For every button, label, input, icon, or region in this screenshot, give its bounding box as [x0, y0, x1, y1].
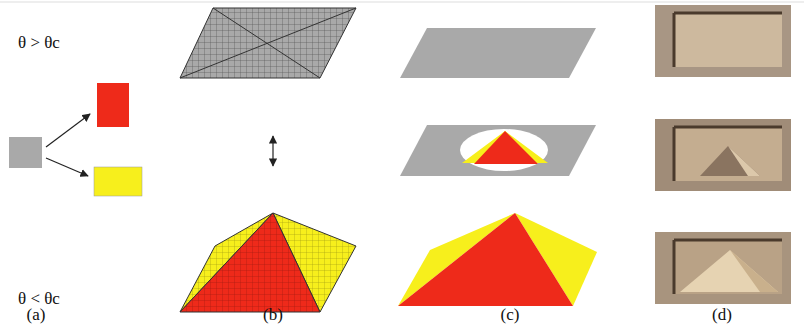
top-rule — [0, 2, 804, 3]
panel-label: (a) — [27, 306, 46, 325]
flat-surface — [400, 28, 596, 78]
grey-square — [9, 137, 42, 168]
angle-condition: θ > θc — [18, 34, 60, 53]
arrow — [46, 114, 90, 147]
double-arrow — [272, 136, 273, 166]
flat-grid — [180, 8, 356, 78]
yellow-rectangle — [94, 167, 142, 196]
panel-label: (d) — [712, 306, 732, 325]
panel-label: (b) — [263, 306, 283, 325]
panel-label: (c) — [501, 306, 520, 325]
photo — [655, 232, 791, 304]
photo — [655, 5, 791, 77]
nucleating-pyramid — [400, 125, 596, 176]
arrow — [46, 158, 88, 176]
red-rectangle — [97, 83, 129, 127]
grid-pyramid — [180, 213, 356, 312]
photo — [655, 119, 791, 191]
facetted-pyramid — [398, 213, 597, 306]
